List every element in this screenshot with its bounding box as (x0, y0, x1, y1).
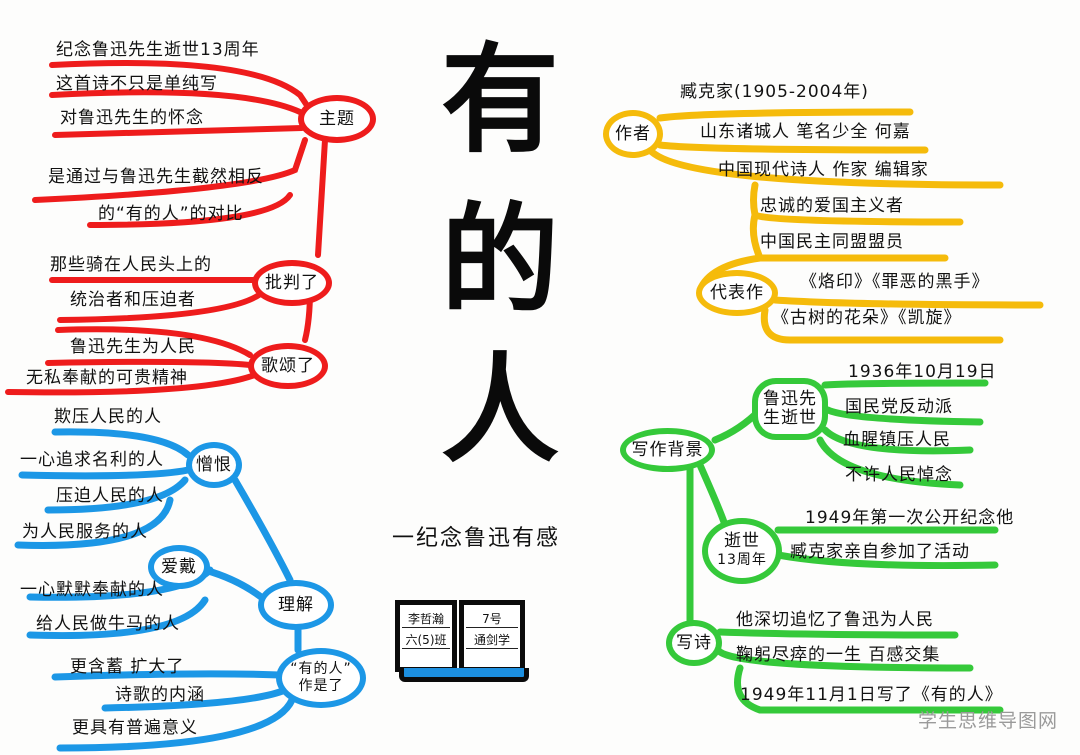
death-item: 国民党反动派 (845, 397, 953, 417)
love-item: 给人民做牛马的人 (36, 614, 180, 634)
theme-item: 是通过与鲁迅先生截然相反 (48, 167, 264, 187)
praise-item: 鲁迅先生为人民 (70, 337, 196, 357)
theme-item: 这首诗不只是单纯写 (56, 74, 218, 94)
title-char-de: 的 (440, 190, 559, 329)
book-cover (399, 668, 529, 682)
node-role[interactable]: “有的人” 作是了 (276, 648, 366, 708)
subtitle: 一纪念鲁迅有感 (392, 526, 561, 551)
praise-item: 无私奉献的可贵精神 (26, 368, 188, 388)
hate-item: 欺压人民的人 (54, 407, 162, 427)
role-label-2: 作是了 (298, 678, 344, 694)
watermark: 学生思维导图网 (917, 710, 1058, 732)
death-label-2: 生逝世 (763, 408, 817, 428)
poem-item: 他深切追忆了鲁迅为人民 (736, 610, 934, 630)
death-item: 1936年10月19日 (848, 362, 997, 382)
node-praise[interactable]: 歌颂了 (248, 343, 328, 389)
works-item: 《古树的花朵》《凯旋》 (772, 308, 962, 328)
author-item: 中国现代诗人 作家 编辑家 (718, 160, 929, 180)
title-char-ren: 人 (440, 340, 559, 479)
love-item: 为人民服务的人 (22, 522, 148, 542)
node-author[interactable]: 作者 (603, 110, 663, 158)
death-label-1: 鲁迅先 (763, 389, 817, 409)
teacher-name: 通剑学 (466, 632, 518, 649)
anniversary-item: 1949年第一次公开纪念他 (805, 508, 1015, 528)
node-death[interactable]: 鲁迅先 生逝世 (752, 378, 828, 440)
role-item: 诗歌的内涵 (115, 685, 205, 705)
node-love[interactable]: 爱戴 (148, 545, 210, 589)
theme-item: 对鲁迅先生的怀念 (60, 108, 204, 128)
theme-item: 的“有的人”的对比 (98, 204, 244, 224)
author-item: 臧克家(1905-2004年) (680, 82, 869, 102)
author-item: 中国民主同盟盟员 (760, 232, 904, 252)
anniversary-label-2: 13周年 (717, 552, 767, 568)
student-number: 7号 (466, 611, 518, 628)
criticize-item: 统治者和压迫者 (70, 290, 196, 310)
author-item: 忠诚的爱国主义者 (760, 196, 904, 216)
node-criticize[interactable]: 批判了 (252, 260, 332, 306)
role-item: 更含蓄 扩大了 (70, 657, 185, 677)
hate-item: 一心追求名利的人 (20, 450, 164, 470)
node-understanding[interactable]: 理解 (258, 580, 334, 630)
class-name: 六(5)班 (402, 632, 450, 649)
role-label-1: “有的人” (290, 661, 352, 677)
title-char-you: 有 (440, 30, 559, 169)
book-right-page: 7号 通剑学 (459, 600, 525, 672)
node-theme[interactable]: 主题 (298, 95, 376, 143)
node-background[interactable]: 写作背景 (620, 428, 715, 472)
anniversary-label-1: 逝世 (724, 531, 760, 551)
node-poem[interactable]: 写诗 (666, 620, 722, 666)
poem-item: 鞠躬尽瘁的一生 百感交集 (736, 645, 941, 665)
role-item: 更具有普遍意义 (72, 718, 198, 738)
node-anniversary[interactable]: 逝世 13周年 (702, 518, 782, 584)
hate-item: 压迫人民的人 (56, 486, 164, 506)
book-illustration: 李哲瀚 六(5)班 7号 通剑学 (395, 600, 535, 695)
death-item: 不许人民悼念 (845, 465, 953, 485)
author-name: 李哲瀚 (402, 611, 450, 628)
anniversary-item: 臧克家亲自参加了活动 (790, 542, 970, 562)
poem-item: 1949年11月1日写了《有的人》 (740, 685, 1003, 705)
author-item: 山东诸城人 笔名少全 何嘉 (700, 122, 911, 142)
theme-item: 纪念鲁迅先生逝世13周年 (56, 40, 260, 60)
node-works[interactable]: 代表作 (696, 270, 778, 316)
node-hate[interactable]: 憎恨 (186, 442, 242, 488)
death-item: 血腥镇压人民 (843, 430, 951, 450)
love-item: 一心默默奉献的人 (20, 580, 164, 600)
criticize-item: 那些骑在人民头上的 (50, 255, 212, 275)
works-item: 《烙印》《罪恶的黑手》 (800, 272, 990, 292)
book-left-page: 李哲瀚 六(5)班 (395, 600, 457, 672)
